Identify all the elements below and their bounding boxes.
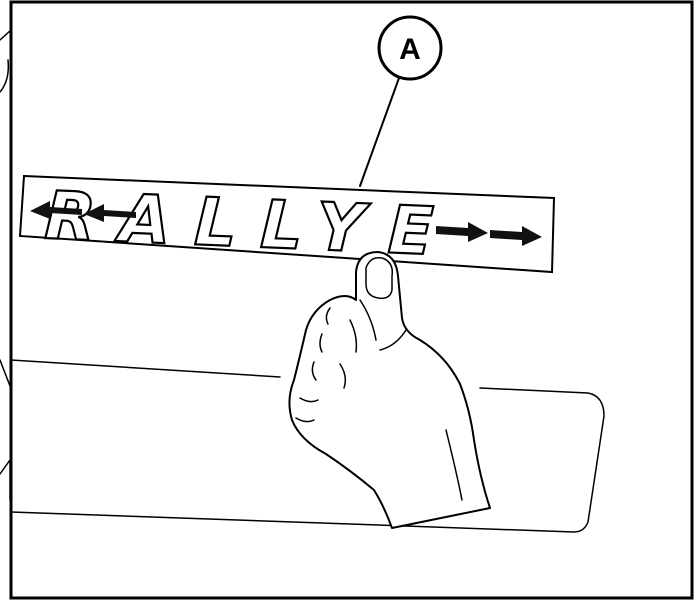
thumb-press-hand-icon xyxy=(288,251,491,529)
decal-backing-sheet xyxy=(18,174,556,274)
decal-text: RALLYE xyxy=(43,177,458,271)
vehicle-panel xyxy=(0,29,605,533)
callout-a: A xyxy=(377,15,443,81)
double-arrow-right-icon xyxy=(436,222,542,246)
callout-label: A xyxy=(399,33,421,66)
double-arrow-left-icon xyxy=(30,201,136,222)
callout-leader-line xyxy=(359,77,400,187)
figure-frame xyxy=(9,0,694,600)
